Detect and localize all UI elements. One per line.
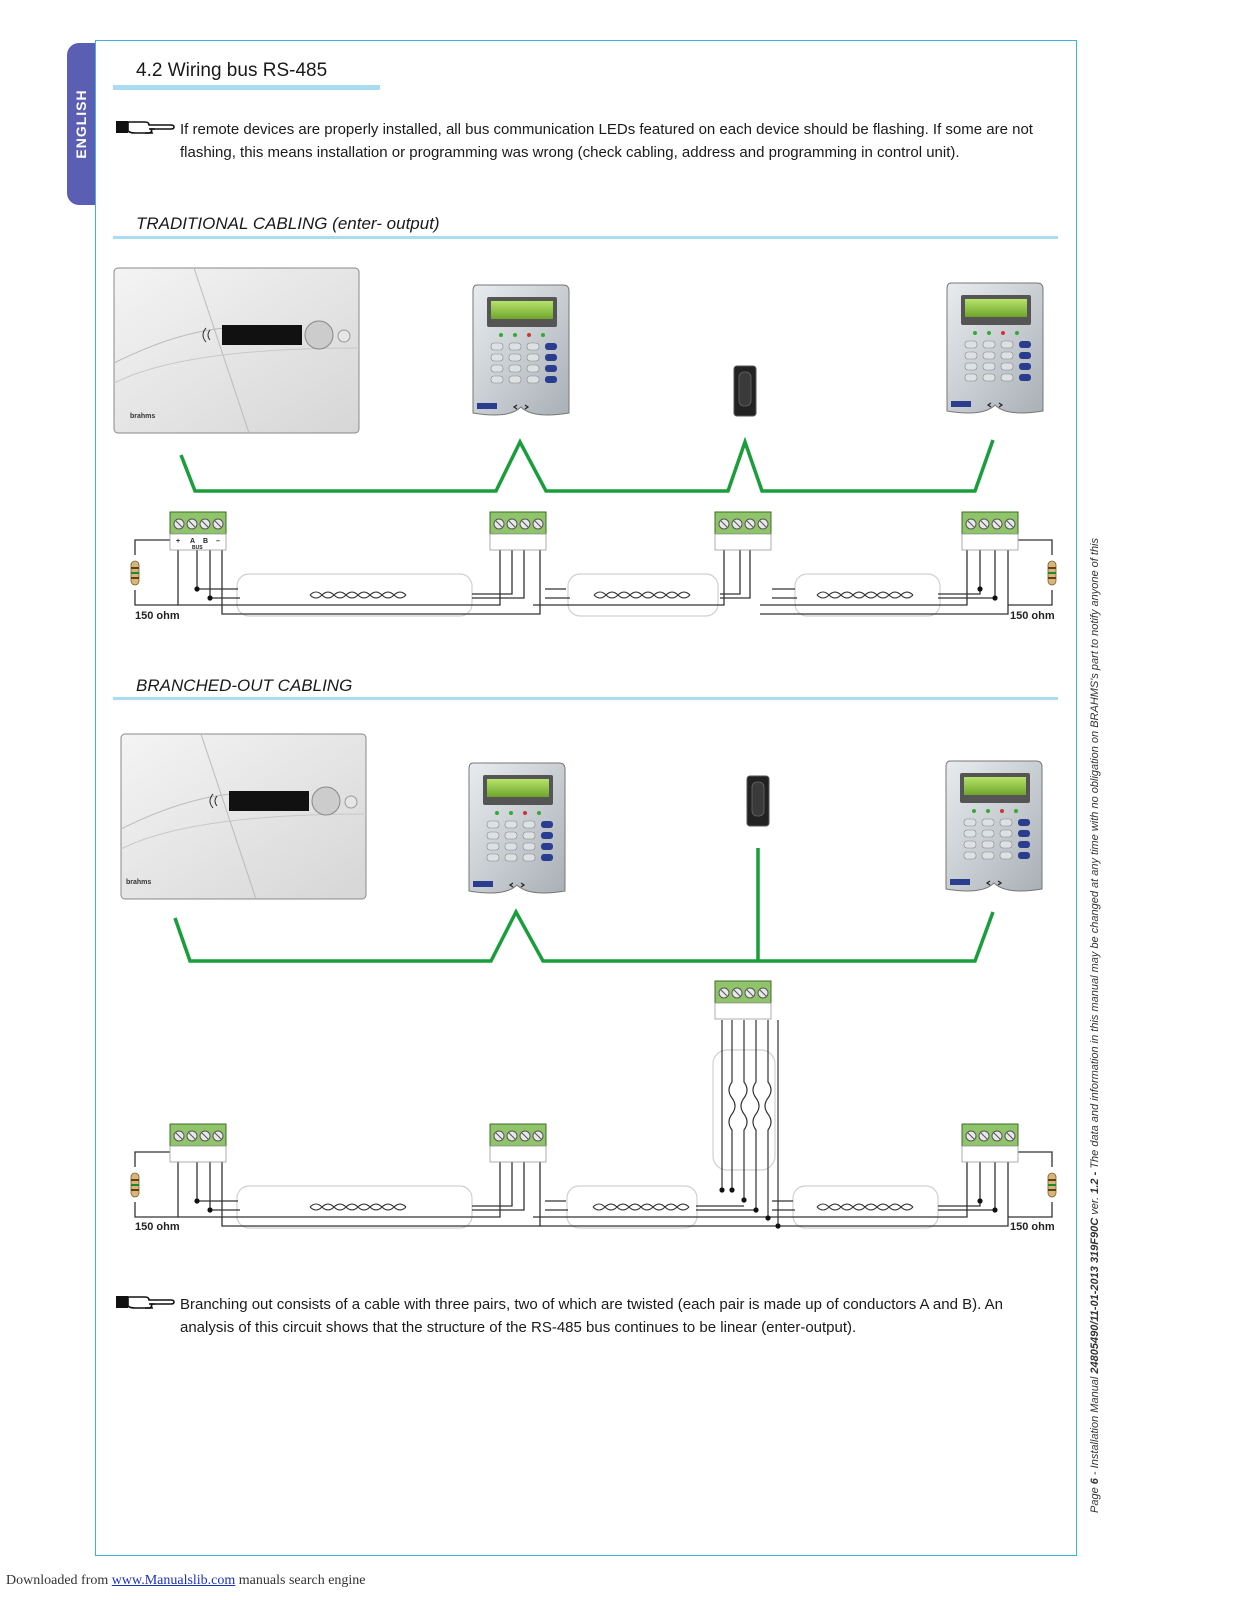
twisted-pair-6: [816, 1203, 914, 1211]
resistor-left-1: [130, 560, 140, 586]
twisted-pair-3: [816, 591, 914, 599]
page-frame: [95, 40, 1077, 1556]
terminal-block-2: [489, 511, 547, 551]
control-unit-1: [113, 267, 360, 434]
resistor-label-left-2: 150 ohm: [135, 1221, 180, 1233]
keypad-1: [472, 284, 570, 416]
twisted-pair-1: [309, 591, 407, 599]
branched-cabling-heading: BRANCHED-OUT CABLING: [136, 676, 353, 695]
terminal-plus-label: +: [176, 538, 180, 545]
download-footer: Downloaded from www.Manualslib.com manua…: [6, 1573, 366, 1588]
bus-line-traditional: [179, 436, 995, 493]
bus-line-branched: [173, 908, 995, 963]
terminal-block-4: [961, 511, 1019, 551]
section-title: 4.2 Wiring bus RS-485: [136, 60, 328, 81]
card-reader-2: [746, 775, 770, 827]
terminal-minus-label: –: [216, 538, 220, 545]
terminal-block-6: [489, 1123, 547, 1163]
keypad-2: [946, 282, 1044, 414]
card-reader-1: [733, 365, 757, 417]
twisted-pair-4: [309, 1203, 407, 1211]
brand-label-2: brahms: [126, 879, 151, 886]
terminal-block-branch: [714, 980, 772, 1020]
traditional-cabling-heading: TRADITIONAL CABLING (enter- output): [136, 214, 440, 233]
brand-label-1: brahms: [130, 413, 155, 420]
title-underline: [113, 85, 380, 90]
terminal-block-7: [961, 1123, 1019, 1163]
twisted-pair-2: [593, 591, 691, 599]
resistor-right-1: [1047, 560, 1057, 586]
side-footer-text: Page 6 - Installation Manual 24805490/11…: [1089, 537, 1101, 1513]
branched-heading-rule: [113, 697, 1058, 700]
resistor-right-2: [1047, 1172, 1057, 1198]
traditional-heading-rule: [113, 236, 1058, 239]
resistor-label-right-1: 150 ohm: [1010, 610, 1055, 622]
terminal-a-label: A: [190, 538, 195, 545]
branch-twist: [721, 1020, 779, 1226]
note-bus-leds: If remote devices are properly installed…: [180, 121, 1033, 161]
terminal-bus-label: BUS: [192, 545, 203, 551]
terminal-block-5: [169, 1123, 227, 1163]
terminal-b-label: B: [203, 538, 208, 545]
resistor-label-right-2: 150 ohm: [1010, 1221, 1055, 1233]
keypad-4: [945, 760, 1043, 892]
cable-sheaths-traditional: [236, 573, 941, 617]
pointing-hand-icon: [116, 121, 175, 134]
control-unit-2: [120, 733, 367, 900]
manualslib-link[interactable]: www.Manualslib.com: [111, 1573, 236, 1588]
bus-wires-traditional: [134, 539, 1053, 615]
twisted-pair-5: [592, 1203, 690, 1211]
resistor-left-2: [130, 1172, 140, 1198]
terminal-block-3: [714, 511, 772, 551]
pointing-hand-icon: [116, 1296, 175, 1309]
bus-wires-branched: [134, 1151, 1053, 1227]
keypad-3: [468, 762, 566, 894]
cable-sheaths-branched: [236, 1049, 939, 1229]
note-branching: Branching out consists of a cable with t…: [180, 1296, 1003, 1336]
language-tab: ENGLISH: [67, 43, 95, 205]
resistor-label-left-1: 150 ohm: [135, 610, 180, 622]
